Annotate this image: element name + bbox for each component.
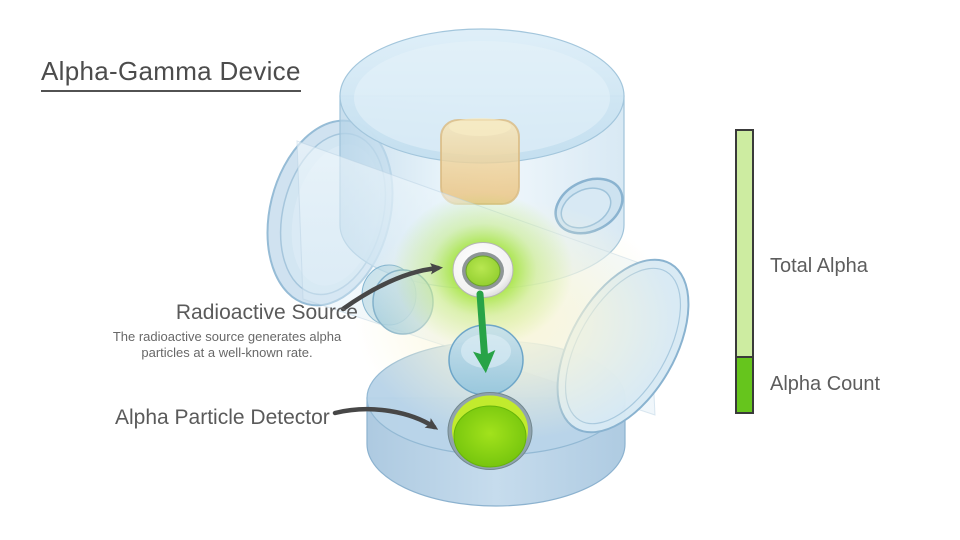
- source-description: The radioactive source generates alpha p…: [112, 329, 342, 360]
- source-annotation-arrow: [340, 263, 444, 312]
- source-label: Radioactive Source: [175, 301, 358, 324]
- alpha-detector-disc: [447, 392, 533, 470]
- detector-label: Alpha Particle Detector: [115, 406, 330, 429]
- radioactive-source-ring: [452, 242, 514, 298]
- legend-segment-alpha-count: [737, 356, 752, 412]
- legend-bar: [735, 129, 754, 414]
- gamma-crystal: [440, 118, 520, 205]
- detector-annotation-arrow: [332, 406, 439, 430]
- legend-label-total-alpha: Total Alpha: [770, 255, 868, 277]
- page-title: Alpha-Gamma Device: [41, 56, 301, 92]
- legend-segment-total-alpha: [737, 131, 752, 356]
- alpha-emission-arrow: [473, 290, 496, 374]
- legend-label-alpha-count: Alpha Count: [770, 373, 881, 395]
